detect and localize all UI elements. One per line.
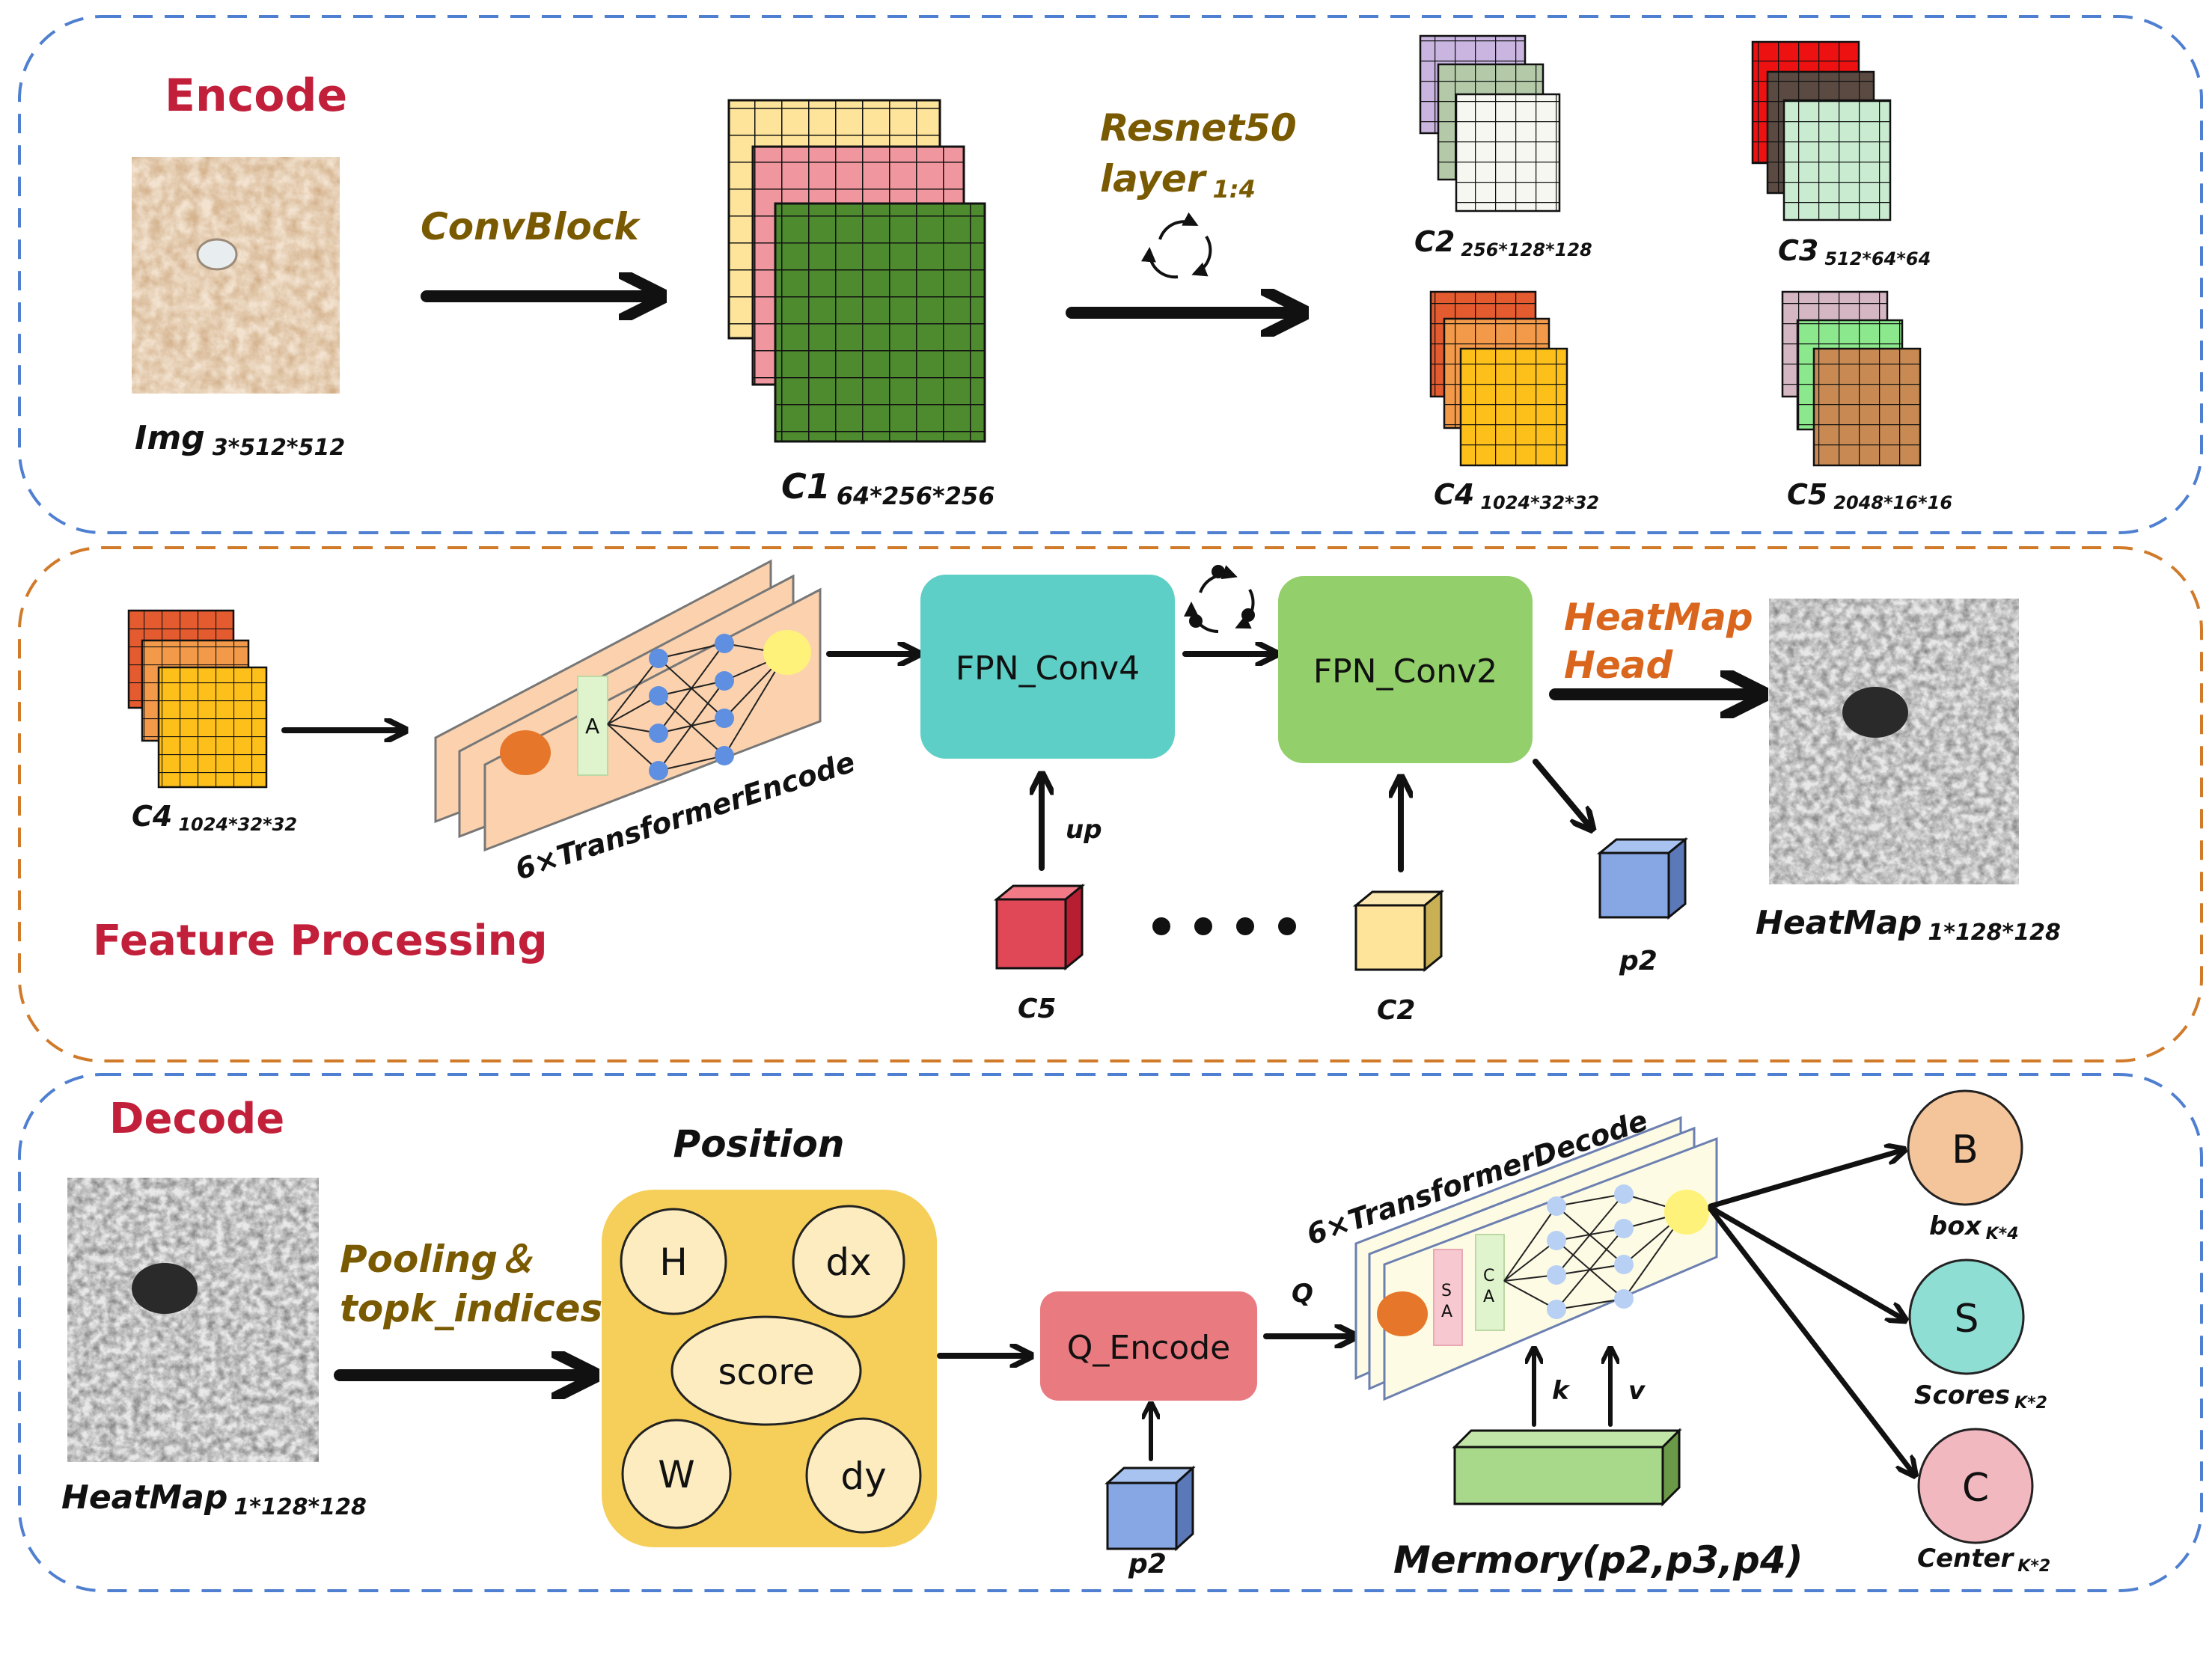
- cycle-icon: [1140, 212, 1212, 279]
- output-center: C: [1917, 1428, 2034, 1544]
- memory-label: Mermory(p2,p3,p4): [1393, 1538, 1803, 1582]
- svg-text:B: B: [1952, 1128, 1979, 1172]
- svg-text:dx: dx: [825, 1241, 871, 1284]
- fpn-conv4-box: [920, 575, 1175, 759]
- position-title: Position: [673, 1122, 845, 1166]
- memory-block: [1452, 1428, 1682, 1507]
- pooling-label: Pooling＆: [340, 1238, 535, 1281]
- to-center-arrow: [1708, 1206, 1913, 1472]
- fp-c4-stack: [127, 609, 268, 789]
- input-image: [132, 157, 340, 394]
- ellipsis-dots: [1152, 917, 1296, 935]
- topk-label: topk_indices: [340, 1287, 602, 1330]
- c2-feature-stack: [1419, 34, 1561, 212]
- fpn-conv4-label: FPN_Conv4: [956, 649, 1140, 688]
- svg-text:H: H: [659, 1241, 688, 1284]
- c4-feature-stack: [1429, 290, 1568, 467]
- svg-text:C: C: [1962, 1466, 1989, 1511]
- position-dy: dy: [805, 1417, 922, 1534]
- q-encode-box: [1040, 1291, 1257, 1401]
- to-box-arrow: [1708, 1151, 1901, 1209]
- decode-p2-cube: [1105, 1465, 1196, 1552]
- ca-bot: A: [1483, 1288, 1494, 1306]
- fp-p2-label: p2: [1619, 946, 1658, 976]
- position-dx: dx: [792, 1205, 905, 1318]
- ca-top: C: [1483, 1267, 1494, 1285]
- encode-title: Encode: [165, 70, 347, 122]
- decode-title: Decode: [109, 1095, 284, 1143]
- c2-cube: [1352, 889, 1445, 973]
- position-w: W: [621, 1419, 732, 1529]
- svg-text:W: W: [658, 1453, 694, 1496]
- decode-p2-label: p2: [1128, 1549, 1167, 1579]
- c3-feature-stack: [1751, 40, 1892, 221]
- fp-c5-label: C5: [1018, 994, 1056, 1024]
- convblock-label: ConvBlock: [421, 205, 641, 248]
- position-h: H: [620, 1208, 727, 1315]
- fpn-conv2-label: FPN_Conv2: [1313, 652, 1497, 691]
- v-label: v: [1628, 1376, 1646, 1406]
- fpn2-to-p2-arrow: [1533, 759, 1589, 826]
- p2-cube: [1596, 837, 1689, 920]
- heatmap-image: [1769, 599, 2019, 884]
- fp-c2-label: C2: [1377, 995, 1415, 1026]
- svg-text:dy: dy: [840, 1455, 886, 1498]
- output-scores: S: [1908, 1258, 2025, 1375]
- sa-top: S: [1441, 1282, 1452, 1300]
- c1-feature-stack: [727, 99, 986, 443]
- c5-cube: [993, 883, 1086, 971]
- encode-section: [18, 15, 2203, 534]
- feature-section: [18, 546, 2203, 1062]
- svg-text:S: S: [1954, 1297, 1979, 1342]
- fpn-cycle-icon: [1184, 565, 1255, 633]
- q-encode-label: Q_Encode: [1067, 1329, 1230, 1367]
- transformer-decode-stack: S A C A: [1354, 1116, 1718, 1401]
- fpn-conv2-box: [1278, 576, 1533, 763]
- svg-text:score: score: [718, 1351, 815, 1393]
- output-box: B: [1907, 1089, 2023, 1206]
- q-label: Q: [1292, 1279, 1313, 1309]
- resnet-label: Resnet50: [1100, 106, 1297, 150]
- decode-section: [18, 1073, 2203, 1592]
- attn-letter: A: [585, 714, 599, 738]
- position-score: score: [670, 1315, 862, 1426]
- feature-title: Feature Processing: [93, 917, 548, 965]
- decode-heatmap-image: [67, 1178, 319, 1462]
- heatmap-head-label-2: Head: [1564, 643, 1673, 687]
- k-label: k: [1552, 1376, 1571, 1406]
- heatmap-head-label: HeatMap: [1564, 596, 1753, 639]
- c5-feature-stack: [1781, 290, 1922, 467]
- transformer-encode-stack: A: [434, 559, 822, 852]
- up-label: up: [1066, 815, 1102, 845]
- to-scores-arrow: [1708, 1205, 1902, 1318]
- sa-bot: A: [1441, 1303, 1452, 1321]
